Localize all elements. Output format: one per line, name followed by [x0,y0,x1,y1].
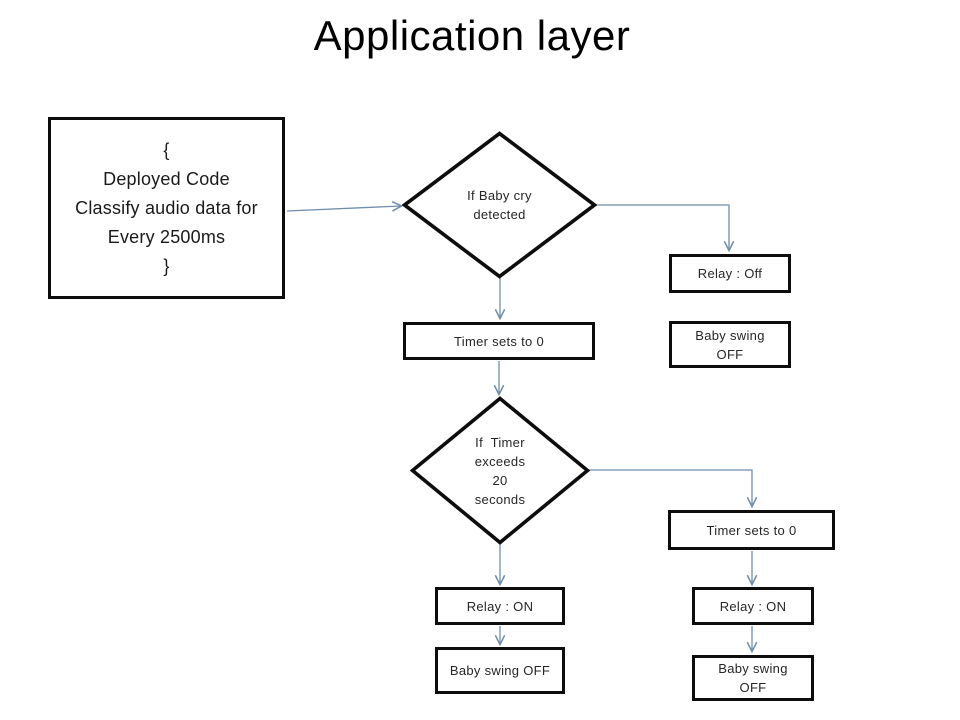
timer-reset-right-label: Timer sets to 0 [706,522,797,538]
decision-timer-exceeds: If Timer exceeds 20 seconds [410,396,590,545]
process-relay-off: Relay : Off [669,254,791,293]
process-baby-swing-off-top-right: Baby swing OFF [669,321,791,368]
process-relay-on-center: Relay : ON [435,587,565,625]
process-deployed-code: { Deployed Code Classify audio data for … [48,117,285,299]
process-baby-swing-off-bottom-right: Baby swing OFF [692,655,814,701]
relay-off-label: Relay : Off [697,266,763,281]
diamond-shape [402,131,597,279]
baby-swing-off-top-right-label: Baby swing OFF [695,327,765,362]
relay-on-center-label: Relay : ON [466,598,534,614]
timer-reset-center-label: Timer sets to 0 [454,333,544,349]
process-timer-reset-right: Timer sets to 0 [668,510,835,550]
connector-timerdecision-to-timerreset-right [589,469,752,506]
process-relay-on-right: Relay : ON [692,587,814,625]
relay-on-right-label: Relay : ON [719,598,787,614]
baby-swing-off-bottom-right-label: Baby swing OFF [718,661,788,695]
process-baby-swing-off-center: Baby swing OFF [435,647,565,694]
page-title: Application layer [313,12,631,59]
baby-swing-off-center-label: Baby swing OFF [449,663,551,678]
process-timer-reset-center: Timer sets to 0 [403,322,595,360]
deployed-code-label: { Deployed Code Classify audio data for … [75,139,258,276]
baby-cry-label: If Baby cry detected [467,188,532,222]
decision-baby-cry: If Baby cry detected [402,131,597,279]
diamond-shape [410,396,590,545]
timer-exceeds-label: If Timer exceeds 20 seconds [474,434,526,507]
connector-deployed-to-babycry [286,206,401,211]
connector-babycry-to-relayoff [596,204,729,250]
